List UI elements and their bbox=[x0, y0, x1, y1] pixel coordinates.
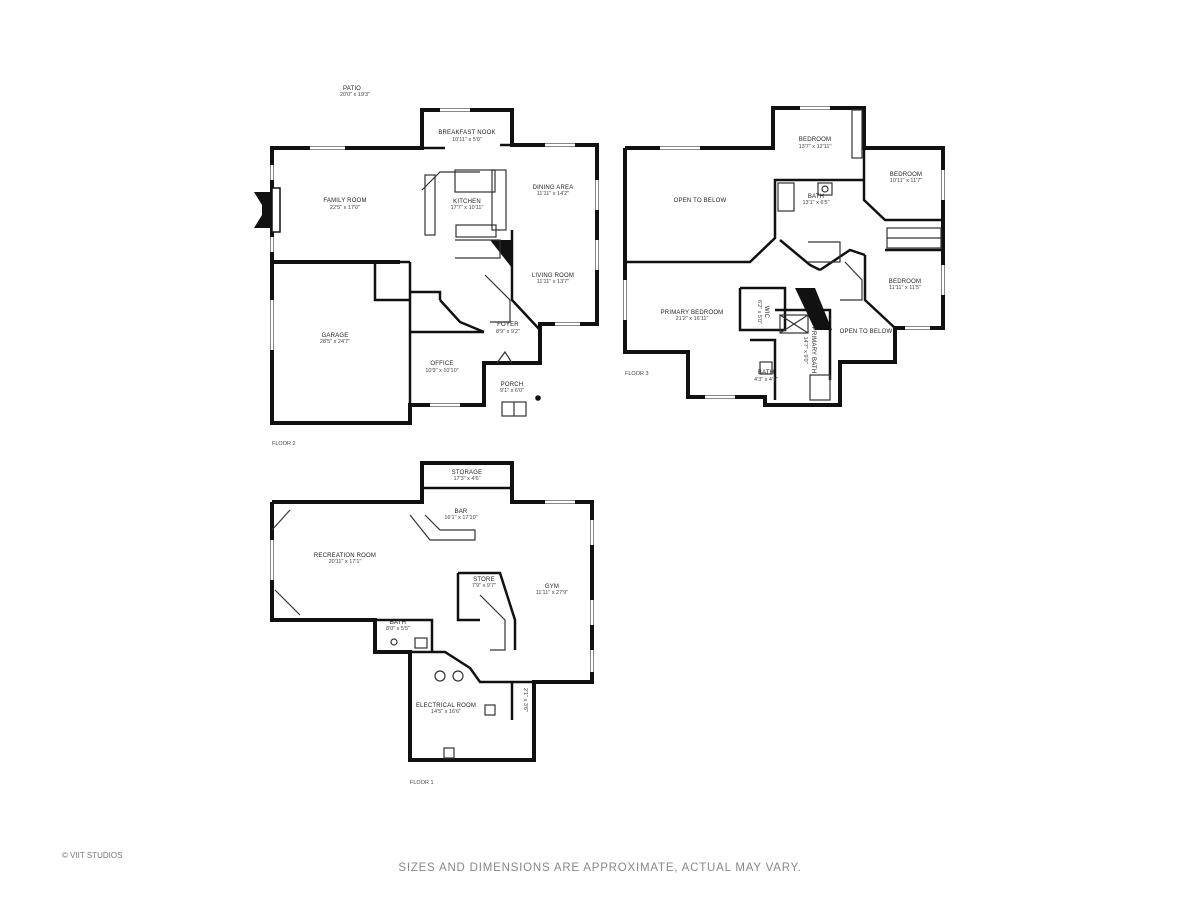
room-label: FOYER bbox=[497, 322, 519, 328]
room-label: OPEN TO BELOW bbox=[840, 329, 893, 335]
room-dim: 2'1" x 3'6" bbox=[522, 688, 528, 712]
room-label: FAMILY ROOM bbox=[323, 198, 366, 204]
room-dim: 9'1" x 6'0" bbox=[500, 388, 524, 394]
room-dim: 7'9" x 9'7" bbox=[472, 583, 496, 589]
room-dim: 14'5" x 16'6" bbox=[431, 709, 461, 715]
room-dim: 10'11" x 5'0" bbox=[452, 137, 482, 143]
room-label: ELECTRICAL ROOM bbox=[416, 703, 476, 709]
floor-1-plan: STORAGE 17'3" x 4'6" BAR 16'1" x 17'10" … bbox=[270, 461, 594, 786]
room-dim: 20'0" x 19'3" bbox=[340, 92, 370, 98]
room-dim: 13'1" x 6'5" bbox=[802, 200, 829, 206]
room-dim: 11'11" x 13'7" bbox=[537, 279, 569, 285]
room-label: STORAGE bbox=[452, 470, 483, 476]
room-dim: 21'2" x 16'11" bbox=[676, 316, 709, 322]
room-dim: 11'11" x 11'5" bbox=[889, 285, 921, 291]
room-label: PORCH bbox=[501, 382, 524, 388]
room-label: BEDROOM bbox=[889, 279, 921, 285]
room-label: RECREATION ROOM bbox=[314, 553, 376, 559]
room-label: OPEN TO BELOW bbox=[674, 198, 727, 204]
room-dim: 17'3" x 4'6" bbox=[453, 476, 480, 482]
room-label: BATH bbox=[758, 370, 774, 376]
room-dim: 8'9" x 9'2" bbox=[496, 329, 520, 335]
room-label: OFFICE bbox=[430, 361, 453, 367]
floor-3-outer-wall bbox=[623, 106, 945, 407]
room-dim: 16'1" x 17'10" bbox=[444, 515, 477, 521]
room-dim: 14'7" x 9'0" bbox=[802, 336, 808, 363]
fireplace-icon bbox=[254, 192, 272, 228]
floor-1-outer-wall bbox=[270, 461, 594, 762]
floor-2-outer-wall bbox=[270, 108, 599, 425]
room-label: BEDROOM bbox=[890, 172, 922, 178]
room-dim: 28'5" x 24'7" bbox=[320, 339, 350, 345]
floor-label: FLOOR 1 bbox=[410, 780, 434, 786]
floor-2-plan: PATIO 20'0" x 19'3" BREAKFAST NOOK 10'11… bbox=[254, 86, 599, 447]
room-dim: 20'11" x 17'1" bbox=[329, 559, 362, 565]
room-label: PATIO bbox=[343, 86, 361, 92]
room-label: BATH bbox=[808, 194, 824, 200]
room-dim: 4'3" x 4'1" bbox=[754, 377, 778, 383]
room-dim: 17'7" x 10'11" bbox=[451, 205, 484, 211]
room-dim: 13'7" x 12'11" bbox=[799, 144, 832, 150]
room-label: GARAGE bbox=[322, 333, 349, 339]
room-label: LIVING ROOM bbox=[532, 273, 574, 279]
room-label: BATH bbox=[390, 620, 406, 626]
disclaimer-text: SIZES AND DIMENSIONS ARE APPROXIMATE, AC… bbox=[398, 862, 802, 874]
room-dim: 6'2" x 5'0" bbox=[756, 300, 762, 324]
room-label: STORE bbox=[473, 577, 495, 583]
floor-3-plan: OPEN TO BELOW BEDROOM 13'7" x 12'11" BED… bbox=[623, 106, 945, 407]
room-label: PRIMARY BATH bbox=[810, 327, 816, 374]
room-dim: 8'0" x 5'5" bbox=[386, 626, 410, 632]
copyright-text: © VIIT STUDIOS bbox=[62, 851, 123, 860]
room-label: KITCHEN bbox=[453, 199, 481, 205]
room-label: BAR bbox=[455, 509, 468, 515]
room-label: DINING AREA bbox=[533, 185, 574, 191]
floor-label: FLOOR 3 bbox=[625, 371, 649, 377]
room-label: BEDROOM bbox=[799, 137, 831, 143]
floor-label: FLOOR 2 bbox=[272, 441, 296, 447]
room-label: WIC bbox=[763, 306, 769, 319]
room-dim: 10'11" x 11'7" bbox=[890, 178, 922, 184]
room-dim: 10'9" x 10'10" bbox=[425, 368, 458, 374]
room-label: BREAKFAST NOOK bbox=[438, 130, 495, 136]
room-dim: 11'11" x 27'9" bbox=[536, 590, 568, 596]
room-dim: 22'5" x 17'0" bbox=[330, 205, 360, 211]
room-label: PRIMARY BEDROOM bbox=[661, 310, 724, 316]
room-dim: 11'11" x 14'2" bbox=[537, 191, 569, 197]
room-label: GYM bbox=[545, 584, 559, 590]
